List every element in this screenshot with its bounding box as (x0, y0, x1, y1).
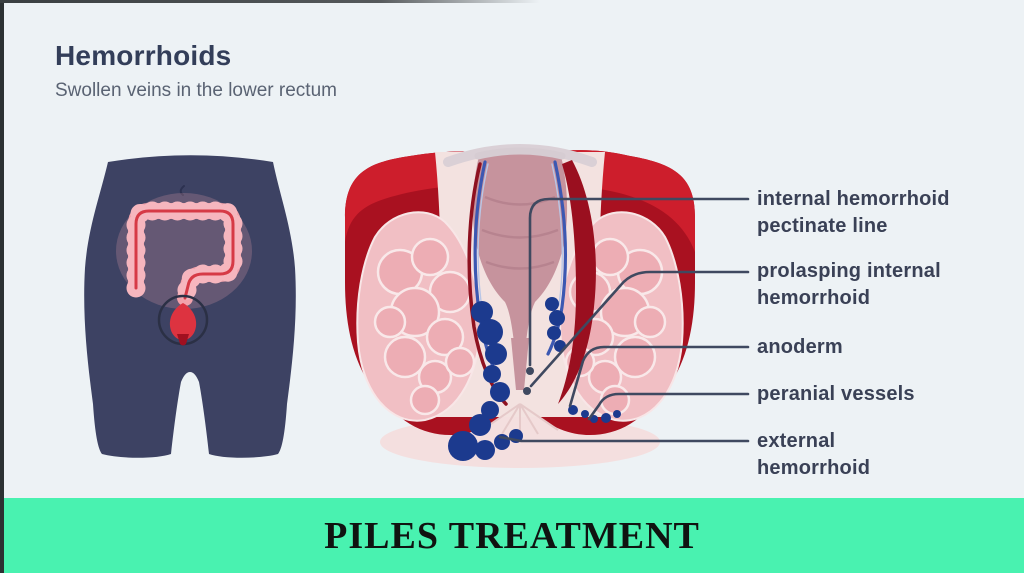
screen-left-edge (0, 0, 4, 573)
piles-treatment-banner: PILES TREATMENT (0, 498, 1024, 573)
internal-hemorrhoid-left (469, 301, 510, 436)
screen-top-edge (0, 0, 540, 3)
internal-sphincter-left (467, 162, 508, 406)
rectum-drop-icon (169, 303, 197, 346)
fat-pad-left (356, 211, 482, 422)
header: Hemorrhoids Swollen veins in the lower r… (55, 40, 337, 102)
annotation-label-external-hemorrhoid: external hemorrhoid (757, 430, 871, 479)
banner-title: PILES TREATMENT (324, 514, 700, 557)
annotation-label-internal-hemorrhoid: internal hemorrhoid pectinate line (757, 188, 950, 237)
annotation-label-anoderm: anoderm (757, 336, 843, 358)
annotation-label-prolapsing-internal-hemorrhoid: prolasping internal hemorrhoid (757, 260, 941, 309)
torso-colon-illustration (84, 155, 296, 458)
anal-canal-illustration (345, 144, 695, 468)
internal-sphincter-right (558, 160, 596, 404)
page-subtitle: Swollen veins in the lower rectum (55, 80, 337, 101)
sphincter-highlight (345, 150, 695, 252)
perianal-vessel-dots (568, 405, 621, 423)
annotation-label-perianal-vessels: peranial vessels (757, 383, 915, 405)
navel-mark (179, 185, 185, 196)
page-title: Hemorrhoids (55, 40, 232, 71)
colon-icon (126, 201, 243, 308)
